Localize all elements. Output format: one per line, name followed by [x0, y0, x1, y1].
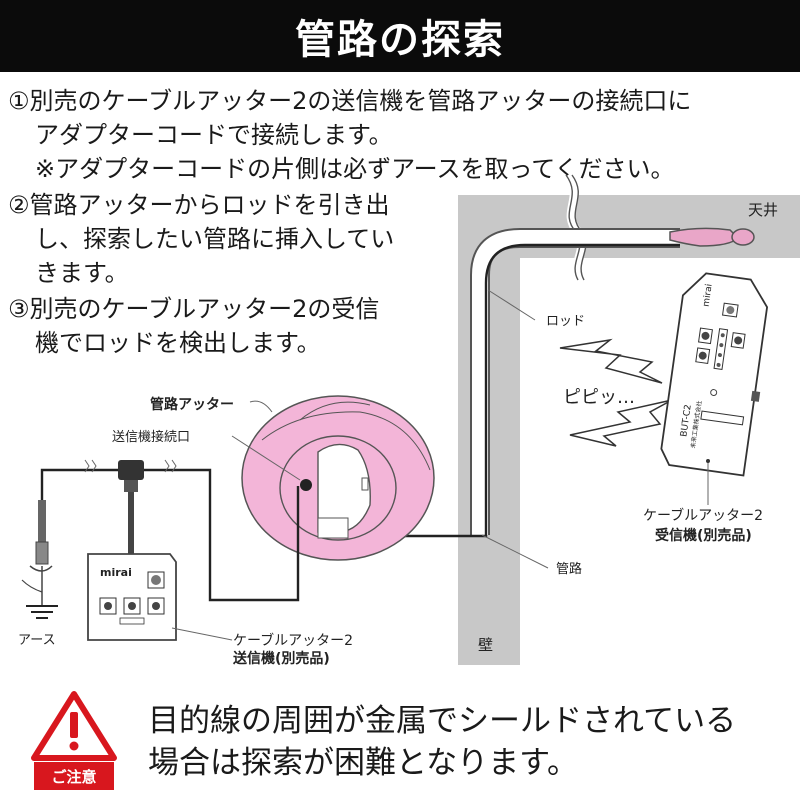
- tx-port-label: 送信機接続口: [112, 429, 190, 445]
- pipe-label: 管路: [556, 561, 582, 577]
- adapter-connector: [118, 460, 144, 554]
- caution-line-2: 場合は探索が困難となります。: [148, 745, 578, 781]
- reel-window: [317, 443, 371, 533]
- rod-tip: [669, 227, 755, 247]
- tx-port: [300, 479, 312, 491]
- beep-label: ピピッ…: [563, 387, 635, 408]
- receiver-sub-label: 受信機(別売品): [655, 527, 752, 544]
- step-3-line-1: ③別売のケーブルアッター2の受信: [8, 295, 380, 323]
- receiver-brand: mirai: [702, 283, 715, 307]
- earth-label: アース: [18, 633, 56, 648]
- header-bar: 管路の探索: [0, 0, 800, 72]
- pipe-conduit: [470, 228, 680, 535]
- cable-atter-label: 管路アッター: [150, 396, 234, 413]
- caution-line-1: 目的線の周囲が金属でシールドされている: [148, 703, 737, 739]
- rod-line: [330, 243, 680, 538]
- transmitter-cable: [130, 468, 300, 602]
- step-2-line-1: ②管路アッターからロッドを引き出: [8, 191, 390, 219]
- step-2-line-3: きます。: [35, 259, 129, 287]
- warning-icon: [31, 691, 117, 761]
- step-3-line-2: 機でロッドを検出します。: [35, 329, 321, 357]
- receiver-model: BUT-C2: [679, 404, 693, 438]
- transmitter-brand: mirai: [100, 566, 132, 579]
- receiver-device: mirai BUT-C2 未来工業株式会社: [660, 272, 769, 477]
- rod-label: ロッド: [546, 314, 585, 329]
- ceiling-label: 天井: [748, 201, 778, 219]
- signal-zigzag-upper: [559, 338, 663, 384]
- page-title: 管路の探索: [295, 17, 505, 63]
- cable-atter-reel: [241, 395, 435, 561]
- earth-probe: [21, 500, 58, 619]
- step-1-line-2: アダプターコードで接続します。: [35, 121, 393, 149]
- wall-label: 壁: [478, 636, 493, 654]
- caution-badge: ご注意: [34, 762, 114, 790]
- transmitter-device: mirai: [87, 553, 177, 641]
- step-2-line-2: し、探索したい管路に挿入してい: [35, 225, 395, 253]
- receiver-name-label: ケーブルアッター2: [643, 507, 763, 524]
- transmitter-name-label: ケーブルアッター2: [233, 632, 353, 649]
- transmitter-sub-label: 送信機(別売品): [232, 650, 330, 667]
- step-1-line-1: ①別売のケーブルアッター2の送信機を管路アッターの接続口に: [8, 87, 692, 115]
- signal-zigzag-lower: [569, 399, 673, 447]
- caution-text: 目的線の周囲が金属でシールドされている 場合は探索が困難となります。: [148, 700, 736, 784]
